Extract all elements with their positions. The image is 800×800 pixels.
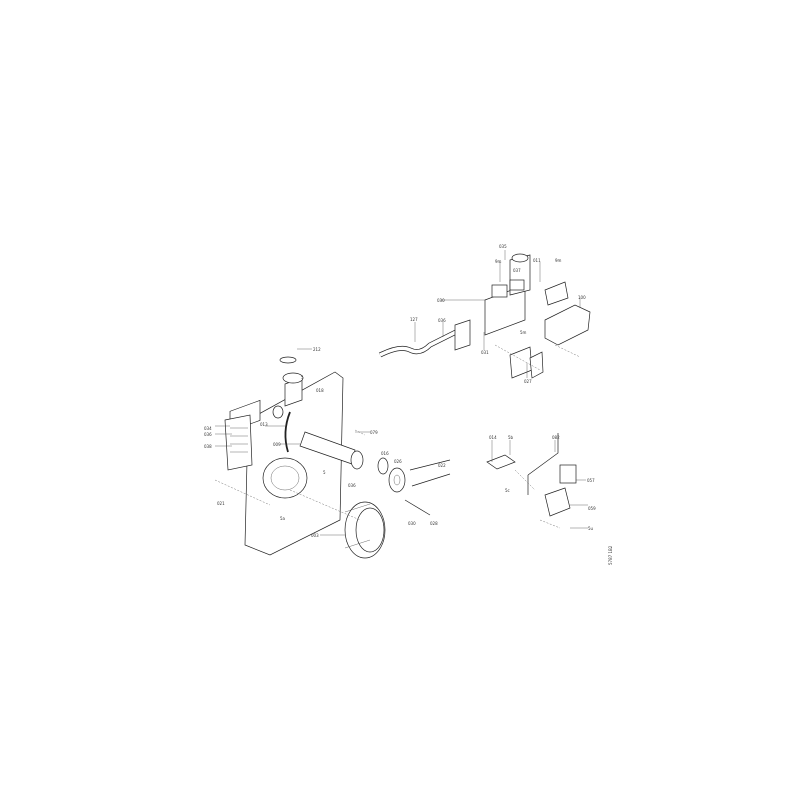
part-label: 018 (316, 388, 324, 393)
part-label: 100 (578, 295, 586, 300)
part-label: 028 (430, 521, 438, 526)
part-label: 5m (520, 330, 527, 335)
part-label: 026 (394, 459, 402, 464)
part-label: 036 (204, 432, 212, 437)
labels: 212 5 018 034 036 038 013 009 079 016 02… (204, 244, 613, 565)
part-label: 9m (495, 259, 502, 264)
part-label: 031 (481, 350, 489, 355)
part-label: 082 (552, 435, 560, 440)
part-label: 034 (204, 426, 212, 431)
part-label: 014 (489, 435, 497, 440)
part-label: 037 (513, 268, 521, 273)
part-label: 212 (313, 347, 321, 352)
part-label: 079 (370, 430, 378, 435)
part-label: 027 (524, 379, 532, 384)
part-label: 5 (301, 375, 304, 380)
part-label: 022 (438, 463, 446, 468)
part-label: 009 (273, 442, 281, 447)
control-box (486, 433, 588, 529)
part-label: 011 (533, 258, 541, 263)
part-label: 5u (588, 526, 594, 531)
part-label: 013 (260, 422, 268, 427)
part-label: 030 (408, 521, 416, 526)
part-label: 5a (280, 516, 286, 521)
part-label: 021 (217, 501, 225, 506)
part-label: 5c (505, 488, 510, 493)
part-label: 059 (588, 506, 596, 511)
part-label: 127 (410, 317, 418, 322)
part-label: 038 (204, 444, 212, 449)
part-label: 9m (555, 258, 562, 263)
gas-train (378, 250, 591, 379)
burner-housing (214, 348, 451, 559)
part-label: 016 (381, 451, 389, 456)
part-label: 030 (437, 298, 445, 303)
part-label: 035 (499, 244, 507, 249)
part-label: 036 (438, 318, 446, 323)
drawing-number: 5787 1B2 (608, 545, 613, 565)
part-label: 036 (348, 483, 356, 488)
part-label: 003 (311, 533, 319, 538)
part-label: 5 (323, 470, 326, 475)
part-label: 057 (587, 478, 595, 483)
part-label: 5b (508, 435, 514, 440)
